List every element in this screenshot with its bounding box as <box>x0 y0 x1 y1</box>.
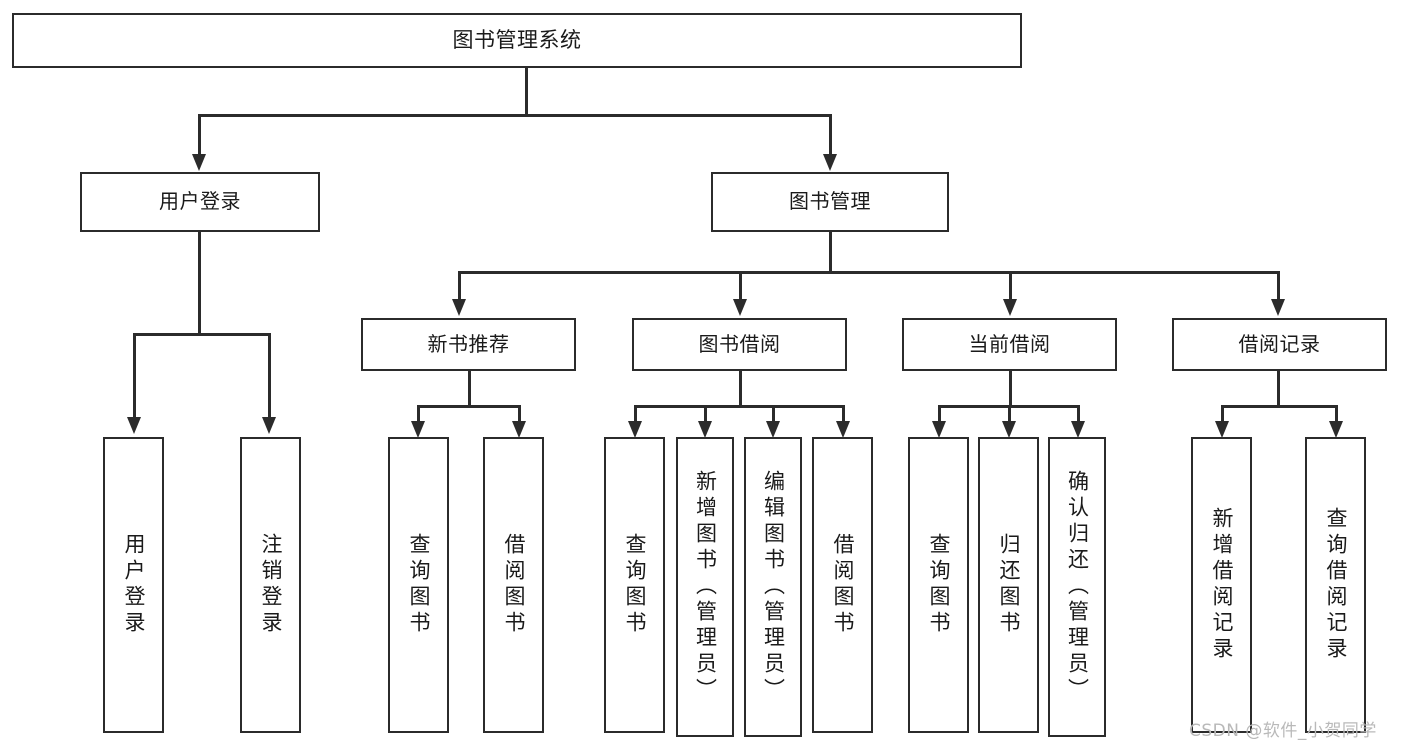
node-label: 编辑图书（管理员） <box>761 470 786 704</box>
arrowhead-br-to-query-record <box>1329 421 1343 438</box>
connector-user-login-to-logout <box>268 333 271 419</box>
leaf-query-book-borrow[interactable]: 查询图书 <box>604 437 665 733</box>
node-label: 借阅记录 <box>1238 331 1321 356</box>
node-label: 查询图书 <box>407 533 431 637</box>
leaf-add-book-admin[interactable]: 新增图书（管理员） <box>676 437 734 737</box>
node-label: 查询图书 <box>623 533 647 637</box>
connector-root-stem <box>525 68 528 116</box>
node-label: 借阅图书 <box>502 533 526 637</box>
arrowhead-root-to-user-login <box>192 154 206 171</box>
node-label: 注销登录 <box>259 533 283 637</box>
leaf-query-borrow-record[interactable]: 查询借阅记录 <box>1305 437 1366 733</box>
arrowhead-nb-to-borrow-book <box>512 421 526 438</box>
connector-bm-to-borrow-record <box>1277 271 1280 301</box>
leaf-logout[interactable]: 注销登录 <box>240 437 301 733</box>
leaf-borrow-book[interactable]: 借阅图书 <box>812 437 873 733</box>
connector-bb-to-query-book <box>634 405 637 423</box>
connector-bm-to-new-book <box>458 271 461 301</box>
connector-br-to-add-record <box>1221 405 1224 423</box>
arrowhead-user-login-to-logout <box>262 417 276 434</box>
node-label: 查询图书 <box>927 533 951 637</box>
arrowhead-cb-to-query-book <box>932 421 946 438</box>
node-label: 用户登录 <box>122 533 146 637</box>
connector-cb-to-confirm-return <box>1077 405 1080 423</box>
arrowhead-cb-to-confirm-return <box>1071 421 1085 438</box>
arrowhead-user-login-to-login <box>127 417 141 434</box>
leaf-user-login[interactable]: 用户登录 <box>103 437 164 733</box>
node-book-management[interactable]: 图书管理 <box>711 172 949 232</box>
node-label: 图书借阅 <box>698 331 781 356</box>
connector-root-to-user-login <box>198 114 201 156</box>
connector-br-to-query-record <box>1335 405 1338 423</box>
connector-book-management-stem <box>829 232 832 274</box>
node-label: 归还图书 <box>997 533 1021 637</box>
leaf-query-book-current[interactable]: 查询图书 <box>908 437 969 733</box>
leaf-confirm-return-admin[interactable]: 确认归还（管理员） <box>1048 437 1106 737</box>
connector-book-borrow-bar <box>634 405 845 408</box>
arrowhead-bm-to-current-borrow <box>1003 299 1017 316</box>
node-label: 确认归还（管理员） <box>1065 470 1090 704</box>
arrowhead-root-to-book-manage <box>823 154 837 171</box>
leaf-return-book[interactable]: 归还图书 <box>978 437 1039 733</box>
leaf-edit-book-admin[interactable]: 编辑图书（管理员） <box>744 437 802 737</box>
connector-root-bar <box>198 114 830 117</box>
node-new-book-recommend[interactable]: 新书推荐 <box>361 318 576 371</box>
connector-nb-to-borrow-book <box>518 405 521 423</box>
connector-cb-to-query-book <box>938 405 941 423</box>
connector-cb-to-return-book <box>1008 405 1011 423</box>
node-label: 查询借阅记录 <box>1324 507 1348 663</box>
leaf-query-book-recommend[interactable]: 查询图书 <box>388 437 449 733</box>
connector-user-login-stem <box>198 232 201 336</box>
arrowhead-br-to-add-record <box>1215 421 1229 438</box>
arrowhead-nb-to-query-book <box>411 421 425 438</box>
connector-new-book-bar <box>417 405 521 408</box>
node-label: 用户登录 <box>159 189 241 214</box>
node-label: 新增图书（管理员） <box>693 470 718 704</box>
connector-bb-to-edit-book <box>772 405 775 423</box>
connector-bb-to-borrow-book <box>842 405 845 423</box>
watermark-credit: CSDN @软件_小贺同学 <box>1189 721 1377 741</box>
connector-user-login-bar <box>133 333 271 336</box>
node-root-system[interactable]: 图书管理系统 <box>12 13 1022 68</box>
connector-borrow-record-bar <box>1221 405 1338 408</box>
arrowhead-bb-to-borrow-book <box>836 421 850 438</box>
node-current-borrow[interactable]: 当前借阅 <box>902 318 1117 371</box>
connector-bm-to-book-borrow <box>739 271 742 301</box>
node-book-borrow[interactable]: 图书借阅 <box>632 318 847 371</box>
arrowhead-bb-to-add-book <box>698 421 712 438</box>
connector-bb-to-add-book <box>704 405 707 423</box>
node-label: 图书管理 <box>789 189 871 214</box>
connector-new-book-stem <box>468 371 471 407</box>
leaf-borrow-book-recommend[interactable]: 借阅图书 <box>483 437 544 733</box>
connector-book-borrow-stem <box>739 371 742 407</box>
connector-user-login-to-login <box>133 333 136 419</box>
arrowhead-bm-to-book-borrow <box>733 299 747 316</box>
connector-root-to-book-manage <box>829 114 832 156</box>
connector-bm-to-current-borrow <box>1009 271 1012 301</box>
arrowhead-bm-to-borrow-record <box>1271 299 1285 316</box>
node-label: 新增借阅记录 <box>1210 507 1234 663</box>
arrowhead-cb-to-return-book <box>1002 421 1016 438</box>
node-label: 借阅图书 <box>831 533 855 637</box>
arrowhead-bb-to-edit-book <box>766 421 780 438</box>
node-borrow-record[interactable]: 借阅记录 <box>1172 318 1387 371</box>
connector-nb-to-query-book <box>417 405 420 423</box>
node-label: 图书管理系统 <box>452 28 582 53</box>
connector-book-management-bar <box>458 271 1279 274</box>
leaf-add-borrow-record[interactable]: 新增借阅记录 <box>1191 437 1252 733</box>
node-label: 新书推荐 <box>427 331 510 356</box>
arrowhead-bm-to-new-book <box>452 299 466 316</box>
arrowhead-bb-to-query-book <box>628 421 642 438</box>
node-label: 当前借阅 <box>968 331 1051 356</box>
connector-current-borrow-stem <box>1009 371 1012 407</box>
connector-borrow-record-stem <box>1277 371 1280 407</box>
node-user-login[interactable]: 用户登录 <box>80 172 320 232</box>
